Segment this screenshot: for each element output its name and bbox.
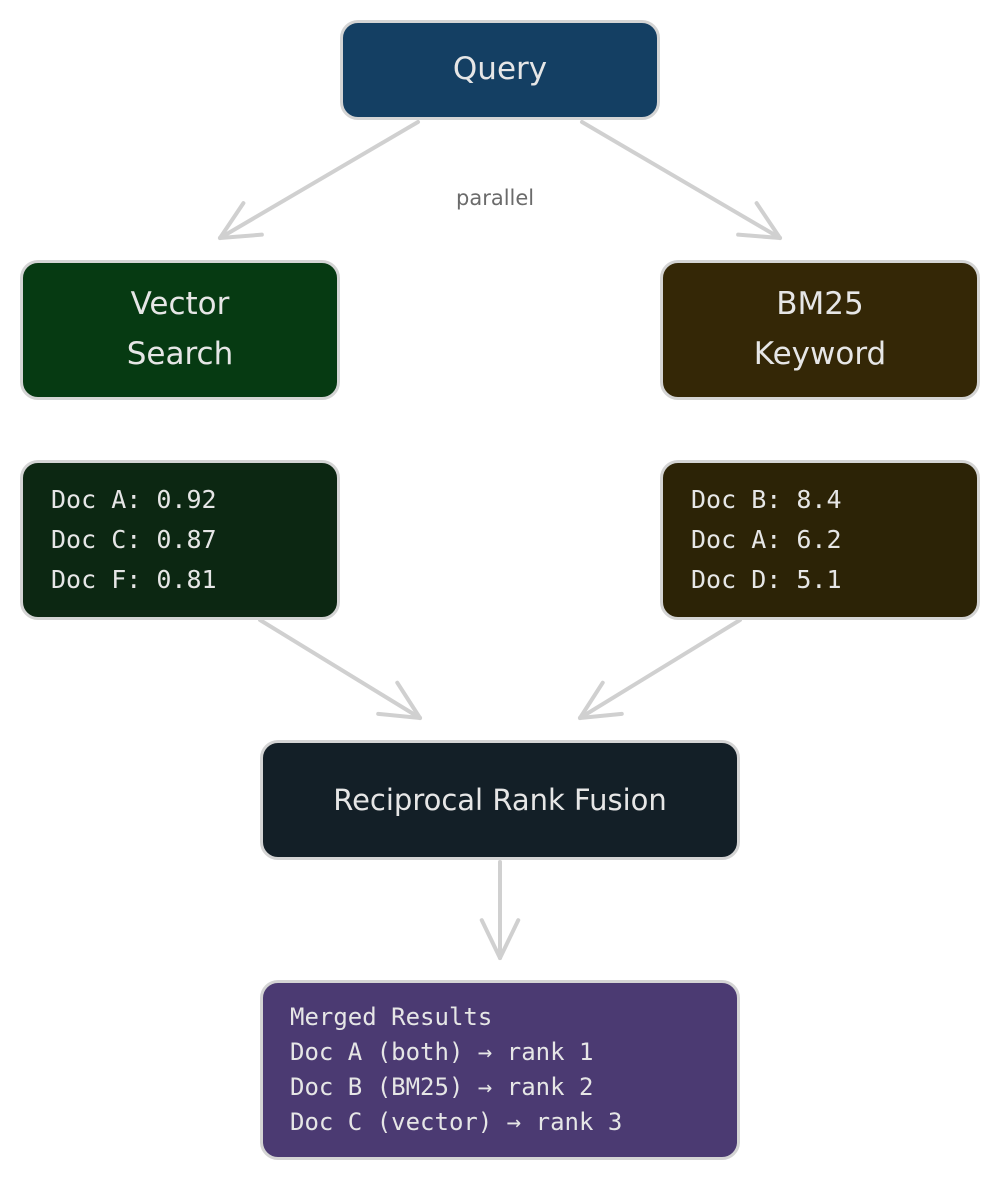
bm25-result-line: Doc A: 6.2 (691, 525, 842, 554)
edge-bm25-results-to-fusion (578, 618, 742, 720)
vector-results-node: Doc A: 0.92 Doc C: 0.87 Doc F: 0.81 (20, 460, 340, 620)
bm25-keyword-line: Keyword (753, 336, 887, 372)
vector-result-line: Doc F: 0.81 (51, 565, 217, 594)
query-node: Query (340, 20, 660, 120)
merged-result-line: Doc A (both) → rank 1 (290, 1038, 594, 1066)
edge-query-to-bm25 (580, 120, 782, 240)
edge-fusion-to-merged (479, 860, 521, 960)
bm25-results-node: Doc B: 8.4 Doc A: 6.2 Doc D: 5.1 (660, 460, 980, 620)
fusion-label: Reciprocal Rank Fusion (333, 782, 667, 817)
vector-search-node: Vector Search (20, 260, 340, 400)
bm25-keyword-line: BM25 (776, 286, 864, 323)
parallel-label: parallel (456, 186, 535, 210)
vector-search-line: Search (126, 336, 234, 372)
vector-search-line: Vector (130, 286, 230, 323)
bm25-result-line: Doc D: 5.1 (691, 565, 842, 594)
query-label: Query (452, 51, 548, 88)
merged-result-line: Doc B (BM25) → rank 2 (290, 1073, 594, 1101)
vector-result-line: Doc A: 0.92 (51, 485, 217, 514)
vector-result-line: Doc C: 0.87 (51, 525, 217, 554)
merged-results-title: Merged Results (290, 1003, 493, 1031)
merged-results-node: Merged Results Doc A (both) → rank 1 Doc… (260, 980, 740, 1160)
bm25-result-line: Doc B: 8.4 (691, 485, 842, 514)
bm25-keyword-node: BM25 Keyword (660, 260, 980, 400)
edge-query-to-vector (218, 120, 420, 240)
edge-vector-results-to-fusion (258, 618, 422, 720)
merged-result-line: Doc C (vector) → rank 3 (290, 1108, 623, 1136)
reciprocal-rank-fusion-node: Reciprocal Rank Fusion (260, 740, 740, 860)
